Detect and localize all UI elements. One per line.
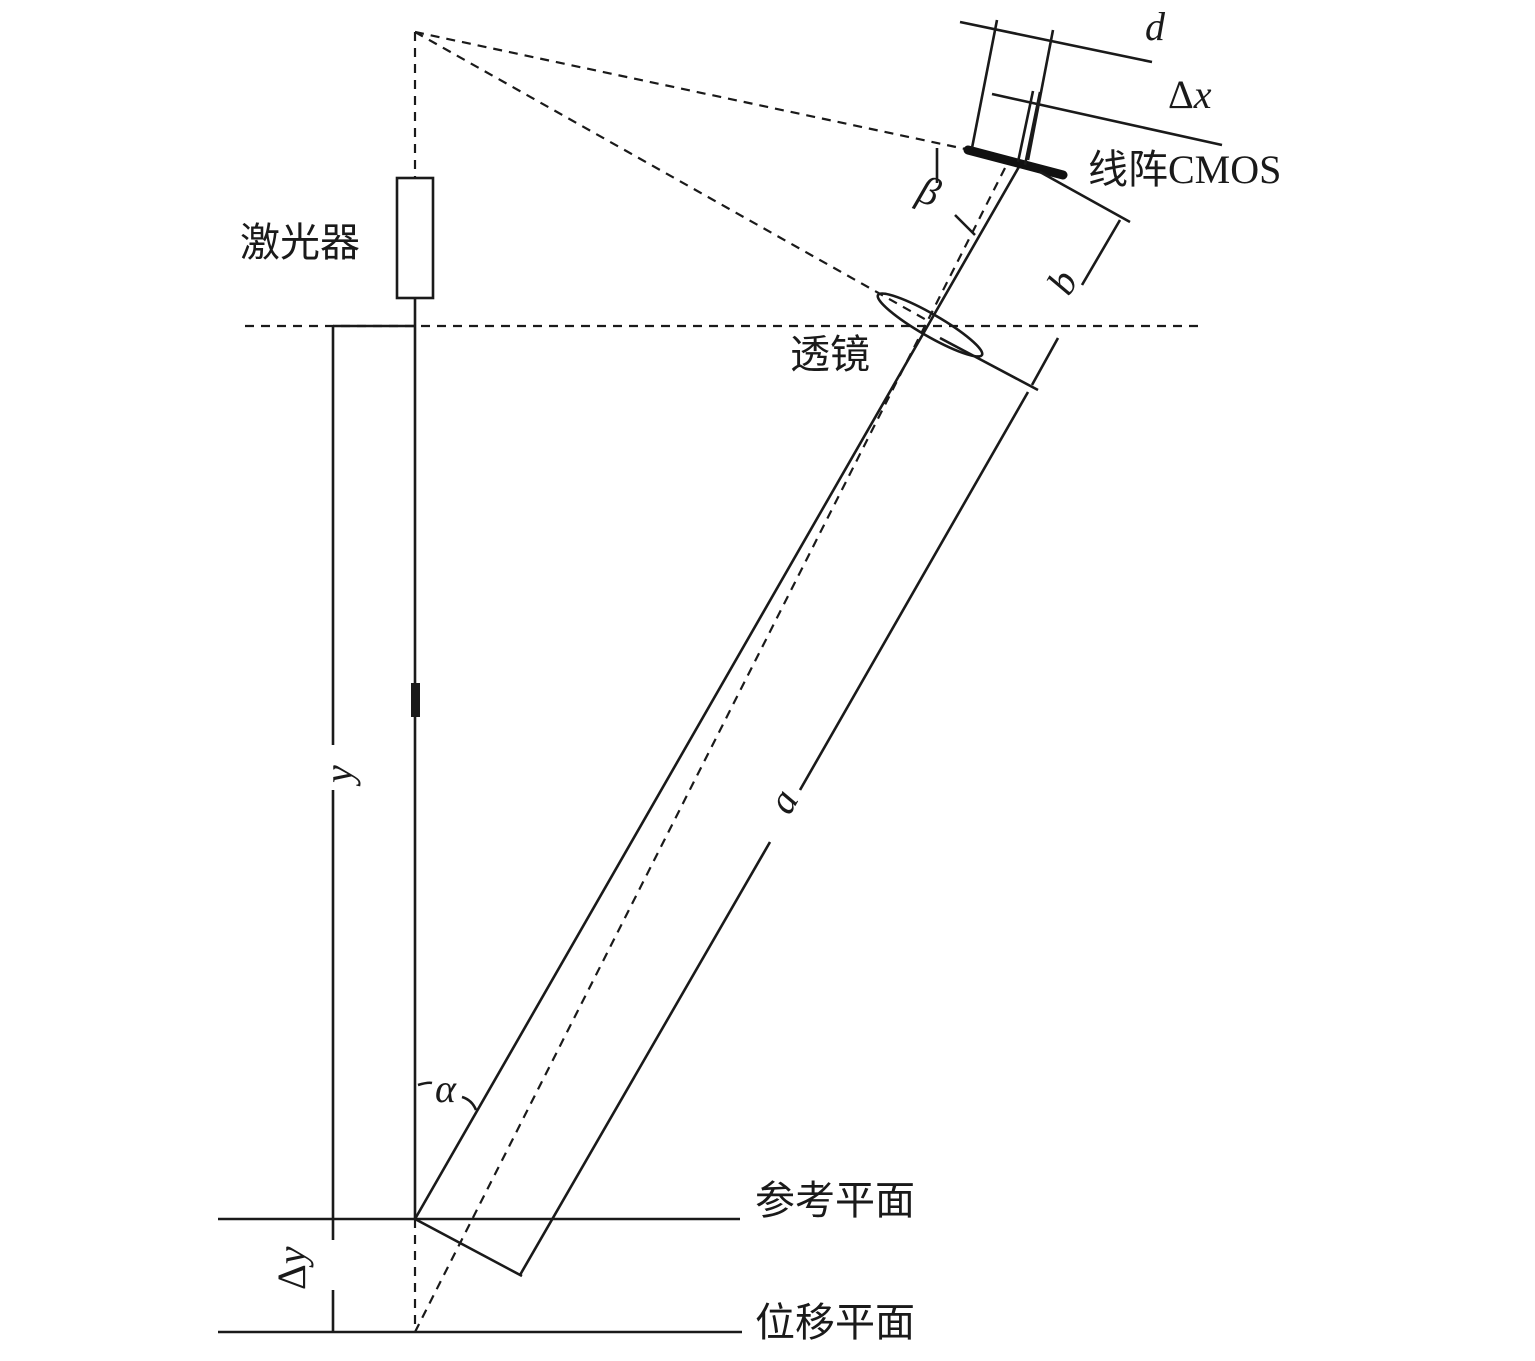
imaging-ray-displacement xyxy=(414,167,1006,1333)
d-extension-left xyxy=(970,19,999,149)
b-dimension-line-upper xyxy=(1080,219,1122,286)
a-extension-top xyxy=(939,336,1039,392)
beam-arrow-mark xyxy=(411,683,420,717)
delta-x-prefix: Δ xyxy=(1168,72,1194,117)
displacement-plane-label: 位移平面 xyxy=(755,1300,915,1346)
beta-label: β xyxy=(911,166,946,215)
beta-angle-arrow xyxy=(954,214,976,236)
delta-x-label: Δx xyxy=(1168,72,1212,117)
delta-y-var: y xyxy=(269,1246,314,1268)
a-extension-bottom xyxy=(414,1217,523,1278)
lens-shape xyxy=(876,292,984,358)
d-dimension-line xyxy=(959,20,1153,64)
lens-label: 透镜 xyxy=(790,332,870,378)
delta-y-prefix: Δ xyxy=(269,1264,314,1290)
laser-label: 激光器 xyxy=(240,220,360,266)
laser-body xyxy=(395,176,435,300)
b-dimension-line-lower xyxy=(1030,337,1060,386)
imaging-ray-reference xyxy=(413,164,1022,1220)
b-label: b xyxy=(1038,262,1087,302)
a-label: a xyxy=(758,781,807,821)
b-extension-top xyxy=(1039,170,1131,224)
alpha-angle-mark xyxy=(417,1081,433,1087)
ray-to-lens xyxy=(414,31,931,323)
alpha-angle-mark-right xyxy=(461,1095,478,1111)
alpha-label: α xyxy=(435,1066,457,1111)
a-dimension-line-lower xyxy=(518,841,772,1276)
delta-x-extension-right xyxy=(1023,91,1042,166)
ray-to-cmos xyxy=(414,30,971,152)
y-label: y xyxy=(316,765,361,787)
delta-x-extension-left xyxy=(1016,90,1035,163)
d-label: d xyxy=(1145,4,1166,49)
cmos-sensor xyxy=(963,145,1068,180)
a-dimension-line-upper xyxy=(798,391,1030,791)
delta-x-var: x xyxy=(1193,72,1212,117)
cmos-label: 线阵CMOS xyxy=(1088,147,1281,192)
delta-y-label: Δy xyxy=(269,1246,314,1290)
reference-plane-label: 参考平面 xyxy=(755,1178,915,1224)
